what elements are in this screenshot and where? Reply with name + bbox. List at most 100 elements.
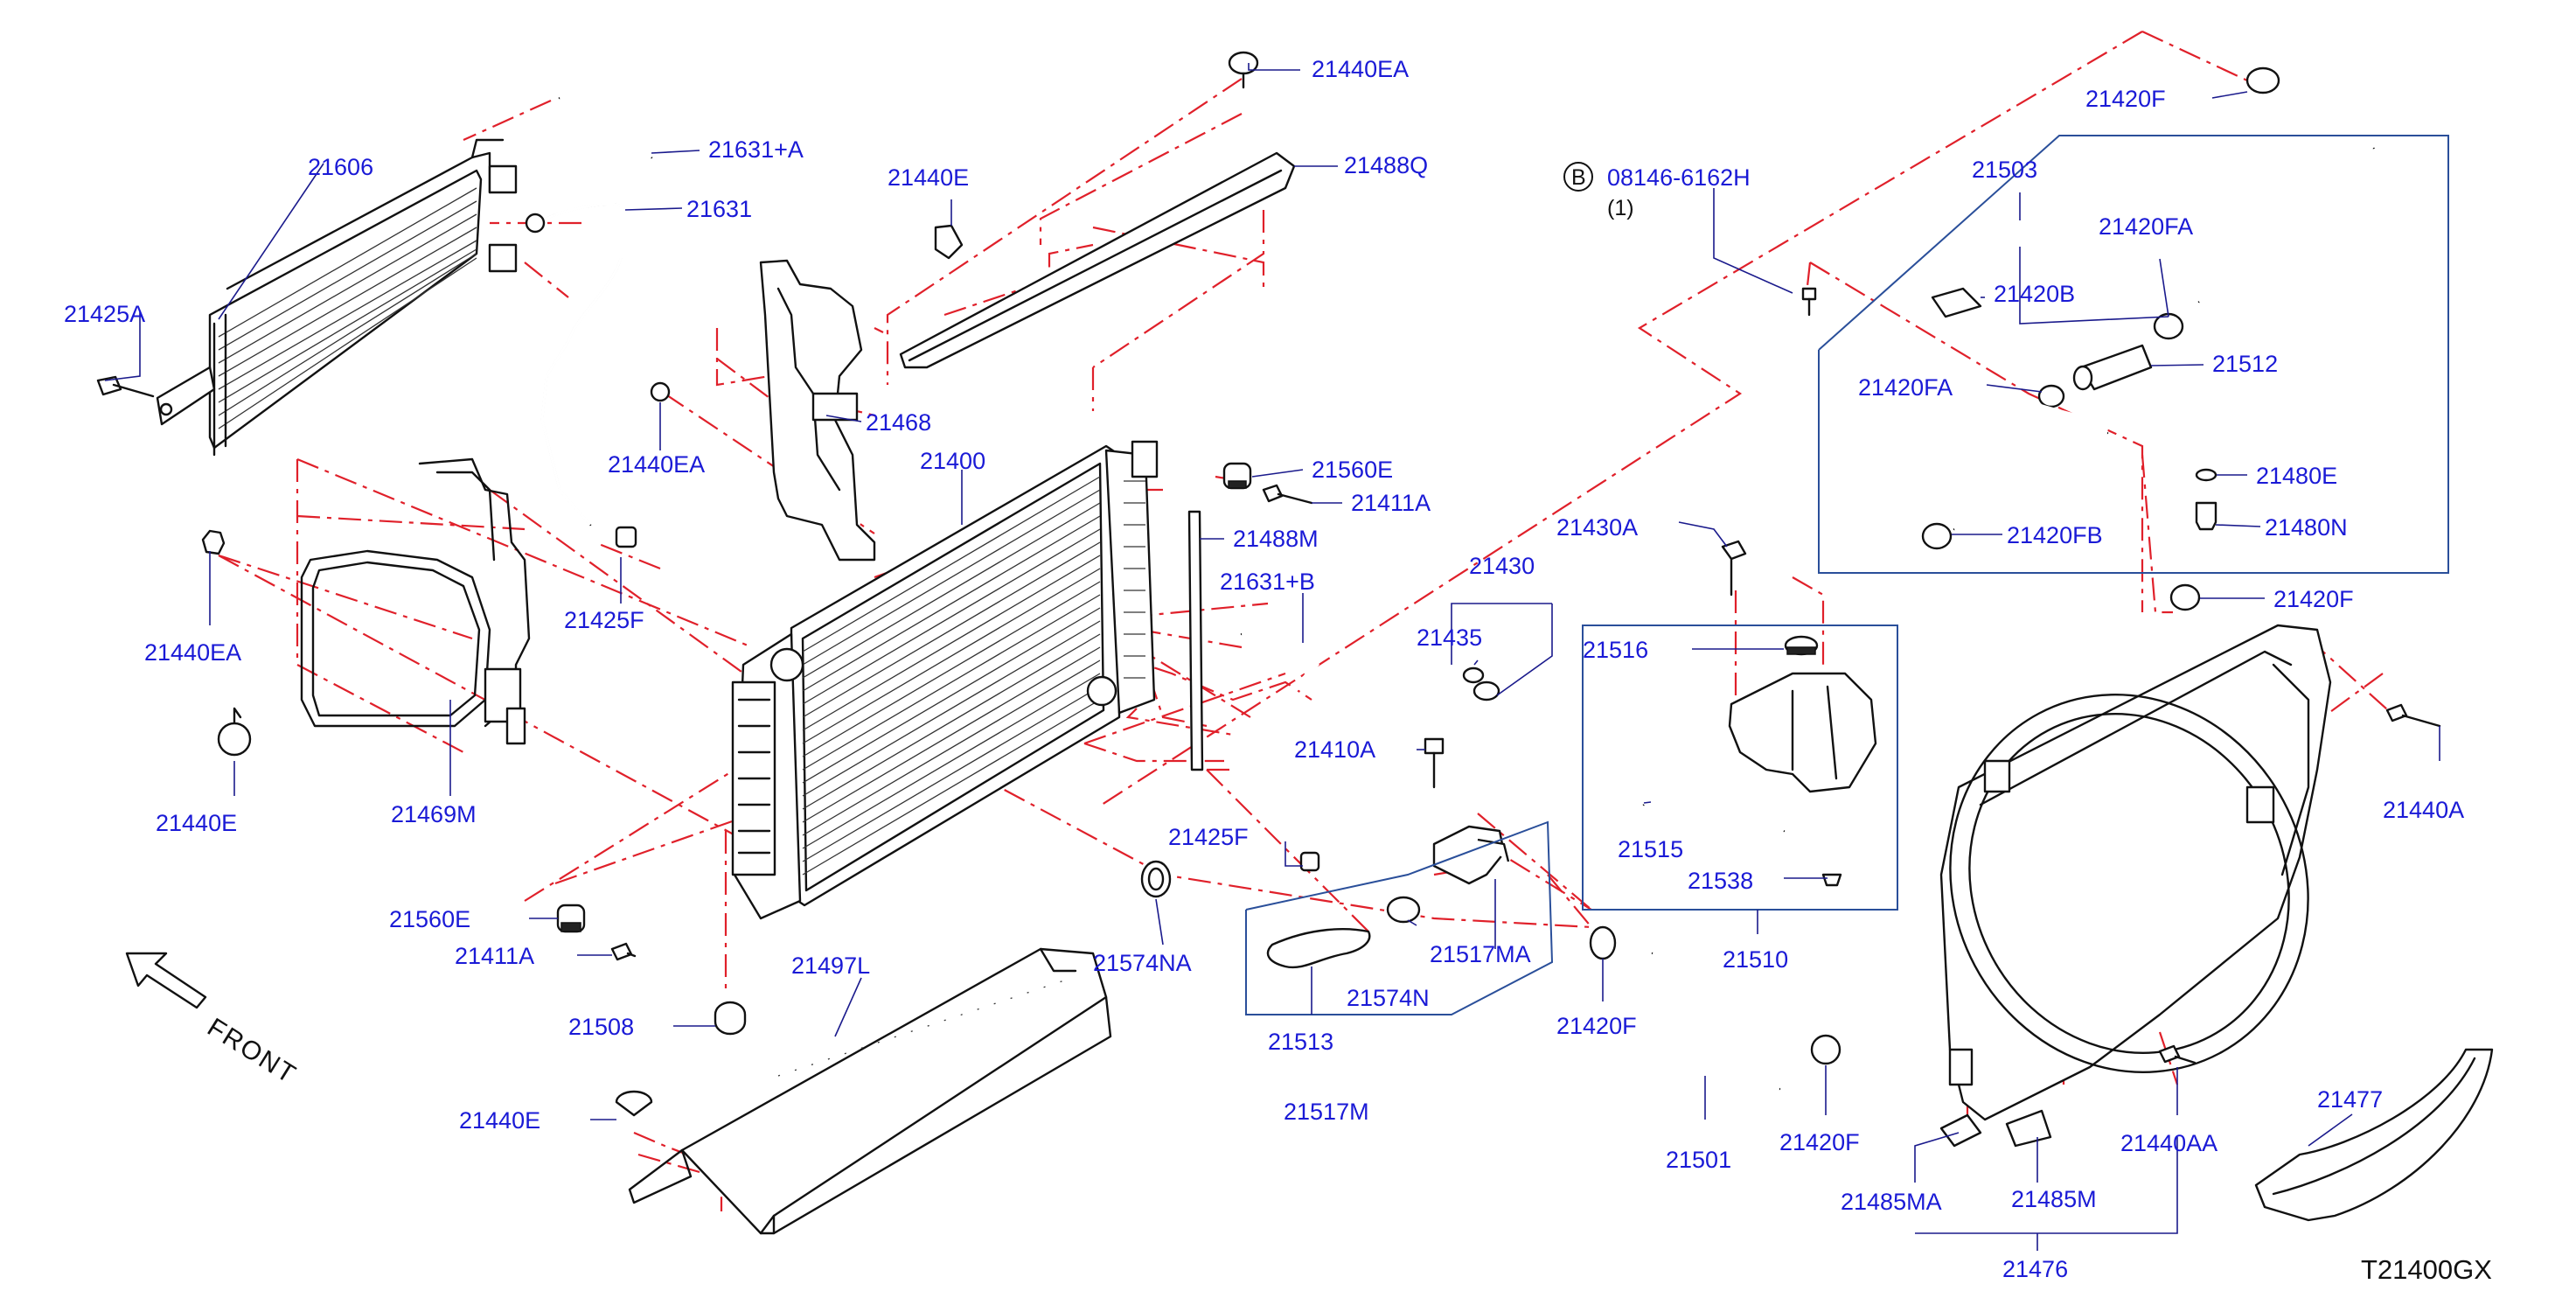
label-21476[interactable]: 21476 bbox=[2002, 1256, 2068, 1282]
label-21440ea-left[interactable]: 21440EA bbox=[144, 639, 241, 666]
label-21501[interactable]: 21501 bbox=[1666, 1147, 1731, 1173]
hose-21631a[interactable] bbox=[558, 92, 654, 160]
label-21420fa-top[interactable]: 21420FA bbox=[2099, 213, 2193, 240]
label-21485ma[interactable]: 21485MA bbox=[1841, 1189, 1942, 1215]
seal-21477[interactable] bbox=[2254, 1048, 2494, 1222]
grommet-21560e-top[interactable] bbox=[1222, 462, 1252, 490]
plug-21480n[interactable] bbox=[2195, 501, 2217, 531]
label-21425a[interactable]: 21425A bbox=[64, 301, 145, 327]
cap-21516[interactable] bbox=[1784, 635, 1819, 656]
connector-21512[interactable] bbox=[2072, 344, 2153, 391]
label-21516[interactable]: 21516 bbox=[1583, 637, 1648, 663]
hose-21513[interactable] bbox=[1266, 928, 1371, 969]
clamp-21420f-right[interactable] bbox=[2169, 583, 2201, 611]
hose-21515[interactable] bbox=[1642, 780, 1786, 833]
label-21497l[interactable]: 21497L bbox=[791, 953, 870, 979]
clamp-21420fb[interactable] bbox=[1921, 522, 1953, 550]
bolt-21411a-top[interactable] bbox=[1262, 484, 1313, 505]
gasket-21435[interactable] bbox=[1462, 666, 1485, 684]
label-21440aa[interactable]: 21440AA bbox=[2120, 1130, 2217, 1156]
hose-21631b[interactable] bbox=[1240, 630, 1320, 859]
label-21420fa-mid[interactable]: 21420FA bbox=[1858, 374, 1953, 401]
label-21420f-right[interactable]: 21420F bbox=[2273, 586, 2354, 612]
clip-21440ea-left[interactable] bbox=[201, 529, 226, 555]
bolt-08146-6162h[interactable] bbox=[1801, 287, 1817, 317]
label-21420fb[interactable]: 21420FB bbox=[2007, 522, 2103, 548]
label-21411a-top[interactable]: 21411A bbox=[1351, 490, 1431, 516]
air-guide-21469m[interactable] bbox=[300, 457, 531, 745]
washer-21480e[interactable] bbox=[2195, 468, 2217, 482]
label-21440e-bottom[interactable]: 21440E bbox=[459, 1107, 540, 1134]
label-21560e-bottom[interactable]: 21560E bbox=[389, 906, 470, 932]
clip-21440e-left[interactable] bbox=[217, 707, 252, 757]
clamp-21420f-bottom[interactable] bbox=[1810, 1034, 1841, 1065]
label-21410a[interactable]: 21410A bbox=[1294, 736, 1375, 763]
bracket-21468[interactable] bbox=[759, 259, 876, 562]
label-21512[interactable]: 21512 bbox=[2212, 351, 2278, 377]
label-21631a[interactable]: 21631+A bbox=[708, 136, 804, 163]
label-08146-6162h[interactable]: 08146-6162H bbox=[1607, 164, 1751, 191]
bracket-21485m[interactable] bbox=[2005, 1109, 2052, 1148]
label-21480n[interactable]: 21480N bbox=[2265, 514, 2348, 541]
thermostat-21430[interactable] bbox=[1472, 680, 1500, 701]
label-21411a-bottom[interactable]: 21411A bbox=[455, 943, 534, 969]
label-21631b[interactable]: 21631+B bbox=[1220, 569, 1315, 595]
bolt-21430a[interactable] bbox=[1721, 540, 1747, 597]
label-21430[interactable]: 21430 bbox=[1469, 553, 1535, 579]
clamp-21420f-mid[interactable] bbox=[1589, 925, 1617, 960]
label-21574n[interactable]: 21574N bbox=[1347, 985, 1430, 1011]
clamp-21420f-top[interactable] bbox=[2245, 66, 2280, 94]
bolt-21410a[interactable] bbox=[1424, 737, 1445, 789]
label-21469m[interactable]: 21469M bbox=[391, 801, 477, 827]
label-21515[interactable]: 21515 bbox=[1618, 836, 1683, 862]
label-21477[interactable]: 21477 bbox=[2317, 1086, 2383, 1113]
label-21440ea-top[interactable]: 21440EA bbox=[1312, 56, 1409, 82]
fan-shroud-21476[interactable] bbox=[1884, 624, 2374, 1135]
seal-strip-21488m[interactable] bbox=[1187, 510, 1204, 771]
under-cover-21497l[interactable] bbox=[628, 947, 1112, 1235]
bolt-21411a-bottom[interactable] bbox=[610, 942, 637, 961]
clamp-21420fa-mid[interactable] bbox=[2037, 384, 2065, 408]
label-21440e-left[interactable]: 21440E bbox=[156, 810, 237, 836]
reservoir-21510[interactable] bbox=[1728, 672, 1877, 793]
label-21480e[interactable]: 21480E bbox=[2256, 463, 2337, 489]
label-21517m[interactable]: 21517M bbox=[1284, 1099, 1369, 1125]
label-21420b[interactable]: 21420B bbox=[1994, 281, 2075, 307]
label-21510[interactable]: 21510 bbox=[1723, 946, 1788, 973]
label-21440a[interactable]: 21440A bbox=[2383, 797, 2464, 823]
radiator-core[interactable] bbox=[731, 440, 1159, 920]
label-21440e-top[interactable]: 21440E bbox=[888, 164, 969, 191]
hose-21503-upper[interactable] bbox=[2190, 142, 2390, 314]
clip-21440ea-mid[interactable] bbox=[650, 381, 671, 402]
label-21631[interactable]: 21631 bbox=[686, 196, 752, 222]
pipe-21631[interactable] bbox=[525, 203, 623, 527]
label-21420f-top[interactable]: 21420F bbox=[2085, 86, 2166, 112]
bolt-21440aa[interactable] bbox=[2158, 1044, 2197, 1064]
label-21513[interactable]: 21513 bbox=[1268, 1029, 1333, 1055]
label-21606[interactable]: 21606 bbox=[308, 154, 373, 180]
label-21488q[interactable]: 21488Q bbox=[1344, 152, 1428, 178]
clip-21440e-bottom[interactable] bbox=[615, 1090, 653, 1117]
bolt-21425a[interactable] bbox=[96, 375, 155, 398]
seal-21488q[interactable] bbox=[899, 151, 1296, 369]
label-21508[interactable]: 21508 bbox=[568, 1014, 634, 1040]
clip-21420b[interactable] bbox=[1931, 287, 1982, 318]
label-21560e-top[interactable]: 21560E bbox=[1312, 457, 1393, 483]
label-21435[interactable]: 21435 bbox=[1417, 625, 1482, 651]
hose-21501[interactable] bbox=[1648, 941, 1782, 1102]
label-21538[interactable]: 21538 bbox=[1688, 868, 1753, 894]
bracket-21485ma[interactable] bbox=[1939, 1113, 1982, 1148]
label-21400[interactable]: 21400 bbox=[920, 448, 985, 474]
label-21420f-bottom[interactable]: 21420F bbox=[1779, 1129, 1860, 1155]
clamp-21574n[interactable] bbox=[1386, 896, 1421, 924]
bolt-21440a[interactable] bbox=[2385, 703, 2441, 728]
label-21425f-bottom[interactable]: 21425F bbox=[1168, 824, 1249, 850]
water-outlet-21517ma[interactable] bbox=[1432, 825, 1510, 885]
label-21574na[interactable]: 21574NA bbox=[1093, 950, 1192, 976]
label-21485m[interactable]: 21485M bbox=[2011, 1186, 2097, 1212]
cap-21538[interactable] bbox=[1821, 873, 1842, 887]
label-21440ea-mid[interactable]: 21440EA bbox=[608, 451, 705, 478]
clip-21440ea-top[interactable] bbox=[1228, 51, 1259, 89]
oil-cooler-21606[interactable] bbox=[156, 138, 518, 457]
hose-21503-lower[interactable] bbox=[1928, 389, 2110, 541]
